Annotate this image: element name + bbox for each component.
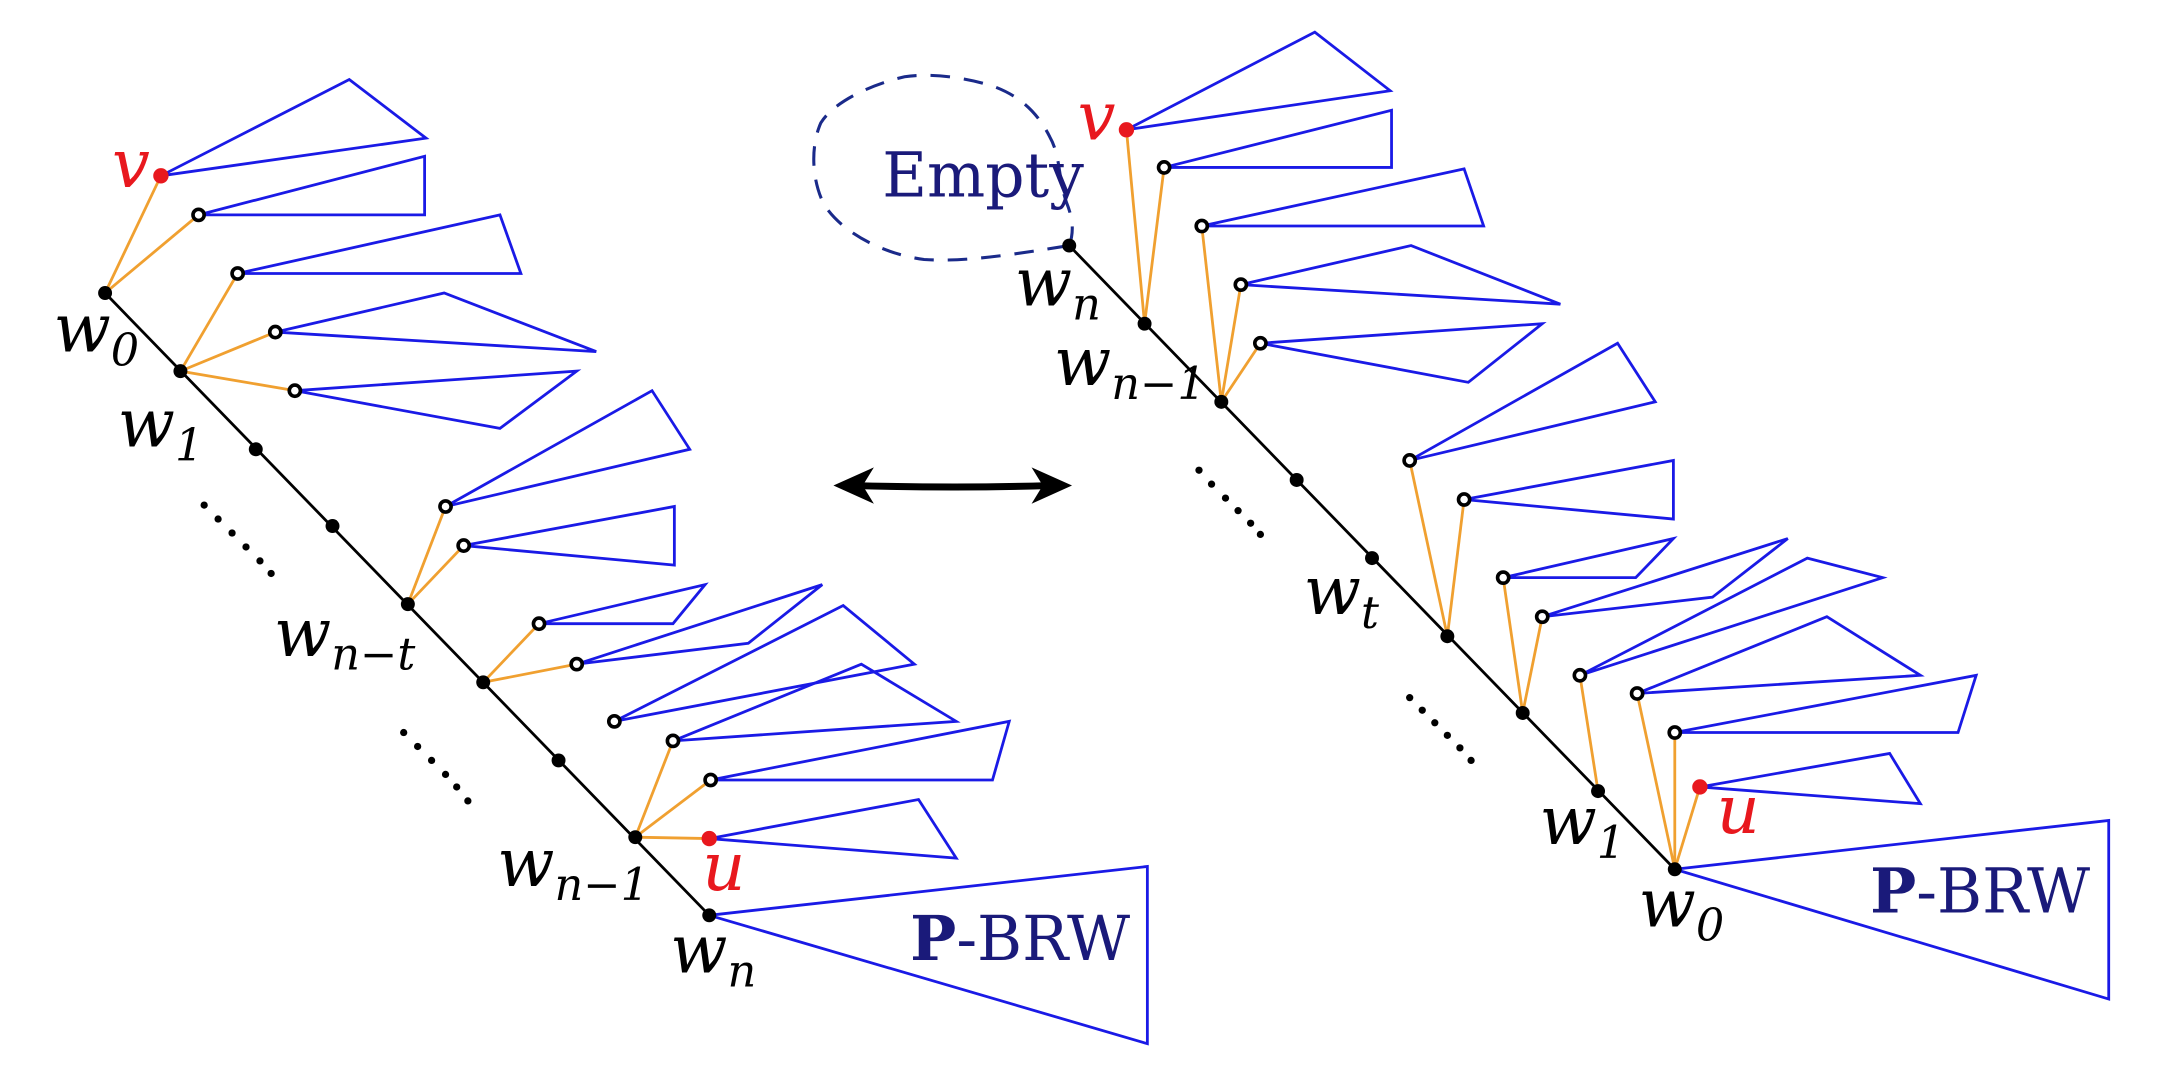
empty-label: Empty — [882, 141, 1084, 212]
right-label-w1: w1 — [1539, 782, 1625, 869]
left-label-w0: w0 — [53, 290, 139, 377]
right-tree: Empty — [812, 30, 2111, 1001]
left-label-wn: wn — [670, 911, 756, 998]
right-label-wn: wn — [1015, 244, 1101, 331]
left-label-u: u — [702, 828, 745, 906]
right-edges — [1125, 129, 1702, 870]
left-edges — [103, 175, 712, 840]
left-label-wnt: wn−t — [274, 594, 415, 681]
left-spine-nodes — [98, 286, 717, 923]
left-ellipsis — [200, 501, 472, 805]
bijection-arrow — [833, 467, 1073, 504]
right-v-node — [1118, 122, 1135, 138]
left-label-v: v — [112, 125, 150, 203]
right-child-nodes — [1156, 160, 1683, 740]
left-label-wn1: wn−1 — [497, 824, 649, 911]
left-v-node — [153, 168, 169, 184]
left-u-node — [701, 830, 717, 847]
left-label-w1: w1 — [118, 384, 204, 471]
left-subtrees — [160, 77, 1149, 1046]
right-label-wn1: wn−1 — [1054, 323, 1206, 410]
right-spine-nodes — [1062, 238, 1682, 877]
right-label-wt: wt — [1304, 552, 1379, 639]
left-tree: v w0 w1 wn−t wn−1 u wn P-BRW — [53, 77, 1149, 1046]
right-u-node — [1692, 779, 1708, 795]
right-label-w0: w0 — [1639, 864, 1725, 951]
right-ellipsis — [1195, 466, 1475, 765]
left-child-nodes — [191, 207, 719, 788]
left-label-brw: P-BRW — [910, 903, 1130, 975]
right-label-v: v — [1078, 78, 1116, 156]
right-subtrees — [1125, 30, 2111, 1001]
right-label-u: u — [1717, 771, 1760, 849]
right-label-brw: P-BRW — [1870, 856, 2090, 928]
empty-region — [812, 73, 1074, 262]
